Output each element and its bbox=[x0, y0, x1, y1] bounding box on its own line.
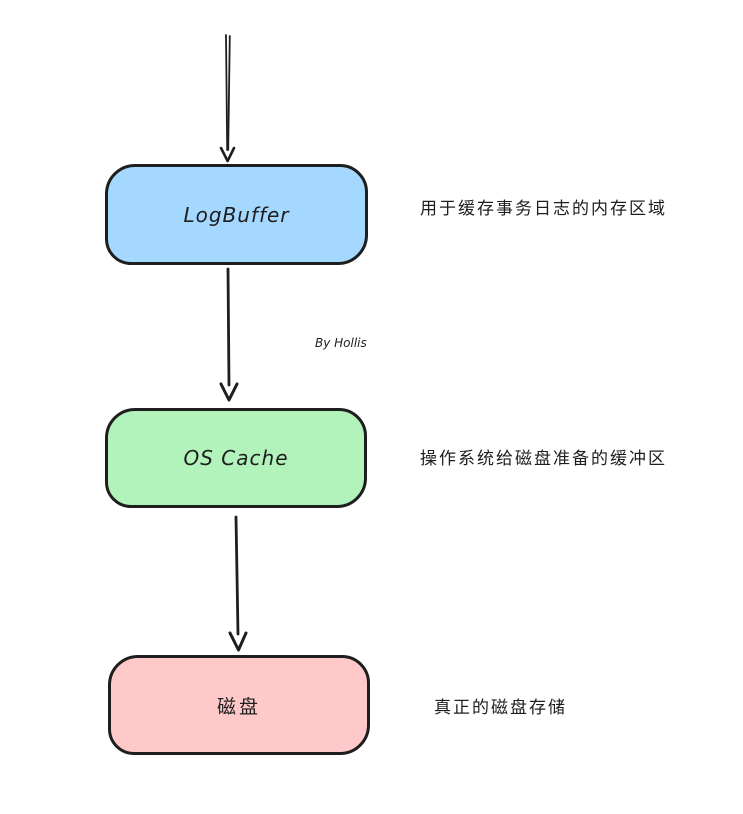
node-disk-label: 磁盘 bbox=[216, 695, 261, 718]
annotation-os-cache: 操作系统给磁盘准备的缓冲区 bbox=[420, 449, 667, 469]
author-credit: By Hollis bbox=[315, 336, 367, 350]
arrow-oscache-to-disk bbox=[228, 515, 248, 652]
node-logbuffer: LogBuffer bbox=[105, 164, 368, 265]
node-os-cache: OS Cache bbox=[105, 408, 367, 508]
node-os-cache-label: OS Cache bbox=[183, 446, 289, 470]
annotation-disk: 真正的磁盘存储 bbox=[434, 698, 567, 718]
arrow-input-to-logbuffer bbox=[219, 34, 236, 163]
arrow-logbuffer-to-oscache bbox=[219, 267, 239, 402]
node-disk: 磁盘 bbox=[108, 655, 370, 755]
annotation-logbuffer: 用于缓存事务日志的内存区域 bbox=[420, 199, 667, 219]
node-logbuffer-label: LogBuffer bbox=[183, 202, 290, 227]
